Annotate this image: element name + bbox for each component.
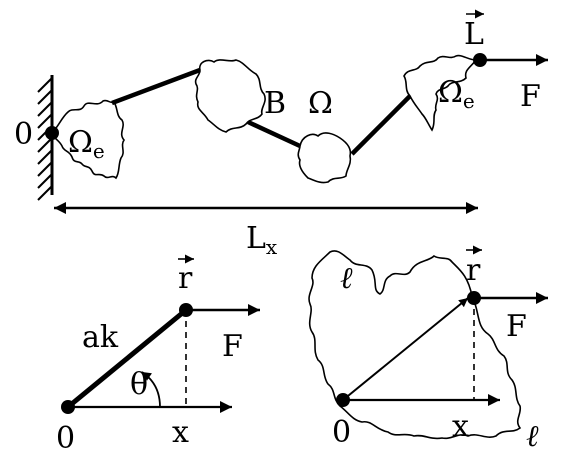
blob-omega <box>297 132 352 184</box>
omega-e-left-label: Ωe <box>68 125 105 163</box>
blob-middle <box>194 59 266 133</box>
omega-label: Ω <box>308 86 333 121</box>
bottom-right-panel: ℓ r F 0 x ℓ <box>308 245 548 454</box>
endpoint-label-left: r <box>178 261 193 296</box>
origin-point-right <box>336 393 350 407</box>
origin-label-left: 0 <box>56 421 75 456</box>
end-vector-label: L <box>464 17 484 52</box>
axis-label-right: x <box>452 409 469 444</box>
blob-omega-e-right <box>403 54 478 132</box>
bond-1 <box>111 67 201 106</box>
origin-point-left <box>61 400 75 414</box>
axis-label-left: x <box>172 415 189 450</box>
force-label-right: F <box>506 309 527 344</box>
contour-label-top: ℓ <box>340 261 353 296</box>
bond-3 <box>350 94 412 156</box>
contour-label-bottom: ℓ <box>526 419 539 454</box>
force-label-left: F <box>222 329 243 364</box>
top-panel: 0 Ωe B Ω Ωe L F Lx <box>14 9 548 259</box>
bond-B <box>247 119 301 149</box>
angle-label: θ <box>130 367 148 402</box>
bottom-left-panel: ak r F θ 0 x <box>56 254 260 456</box>
blob-omega-e-left <box>51 99 126 180</box>
position-vector <box>342 297 469 401</box>
segment-label: ak <box>82 320 119 355</box>
origin-label-right: 0 <box>332 415 351 450</box>
origin-label-top: 0 <box>14 117 33 152</box>
span-label: Lx <box>246 221 278 259</box>
segment-ak <box>66 308 188 409</box>
contour-blob <box>308 250 522 440</box>
force-label-top: F <box>520 79 541 114</box>
endpoint-label-right: r <box>466 253 481 288</box>
omega-e-right-label: Ωe <box>438 75 475 113</box>
bond-B-label: B <box>264 86 286 121</box>
angle-arc <box>141 371 161 408</box>
